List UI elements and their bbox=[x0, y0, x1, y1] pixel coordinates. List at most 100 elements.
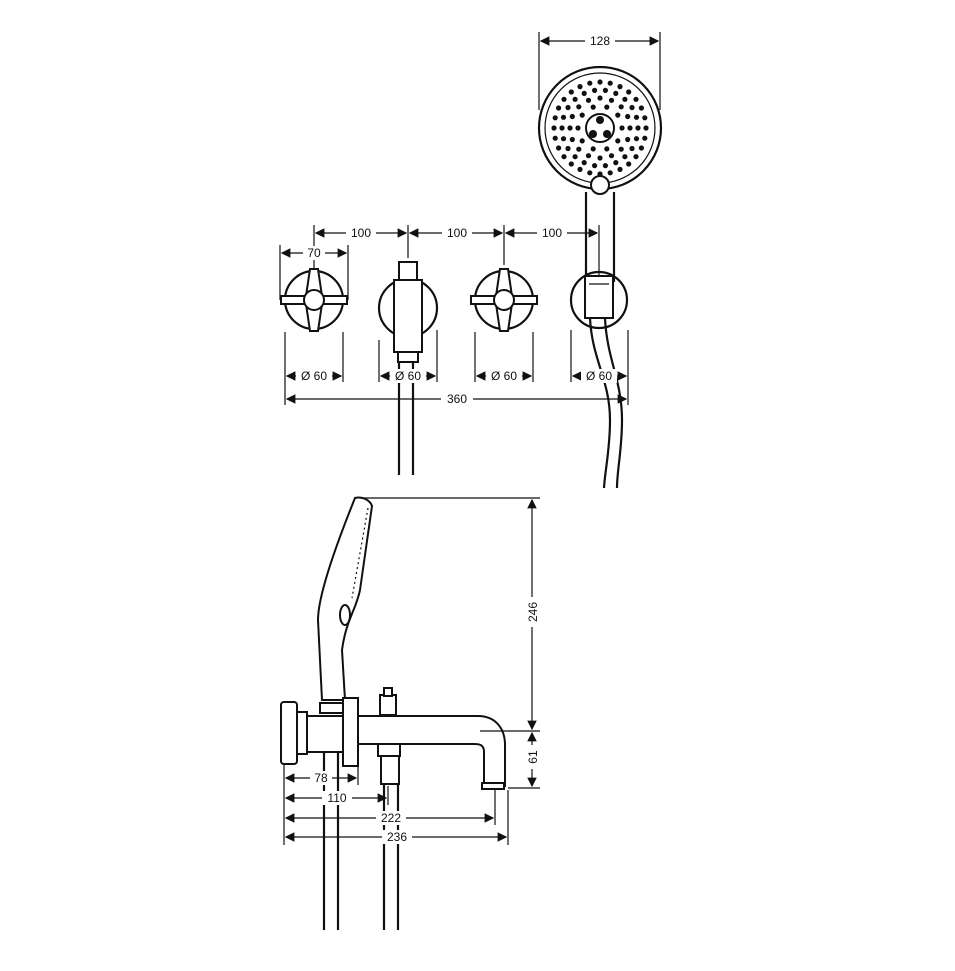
dim-label-100-a: 100 bbox=[351, 226, 371, 240]
dim-label-70: 70 bbox=[307, 246, 321, 260]
spray-nozzle bbox=[633, 96, 639, 102]
spray-nozzle bbox=[619, 125, 625, 131]
spray-nozzle bbox=[638, 105, 645, 111]
bath-spout bbox=[357, 715, 506, 790]
spray-nozzle bbox=[585, 153, 592, 159]
spray-nozzle bbox=[581, 160, 587, 166]
dim-spacing: 100 100 100 bbox=[313, 225, 600, 290]
dim-handle-width: 70 bbox=[279, 245, 349, 300]
spray-nozzle bbox=[552, 135, 558, 141]
dim-diameters: Ø 60 Ø 60 Ø 60 Ø 60 bbox=[284, 330, 629, 405]
spray-nozzle bbox=[615, 112, 621, 118]
top-view: 128 100 100 100 70 bbox=[279, 32, 663, 489]
spray-nozzle bbox=[577, 166, 583, 172]
spray-nozzle bbox=[579, 112, 585, 118]
spray-nozzle bbox=[565, 145, 571, 152]
spray-nozzle bbox=[627, 125, 633, 131]
spray-nozzle bbox=[608, 97, 615, 103]
spray-nozzle bbox=[633, 154, 639, 160]
spray-nozzle bbox=[560, 114, 567, 120]
cross-handle-left bbox=[280, 268, 348, 332]
spray-nozzle bbox=[617, 84, 623, 90]
dim-label-360: 360 bbox=[447, 392, 467, 406]
handshower-head bbox=[537, 65, 663, 282]
spray-nozzle bbox=[590, 104, 596, 110]
spray-nozzle bbox=[561, 96, 567, 102]
dim-label-222: 222 bbox=[381, 811, 401, 825]
dim-handshower-width: 128 bbox=[538, 32, 661, 110]
dim-label-100-b: 100 bbox=[447, 226, 467, 240]
spray-nozzle bbox=[559, 125, 565, 131]
dim-label-d60-2: Ø 60 bbox=[395, 369, 421, 383]
spray-nozzle bbox=[579, 138, 585, 144]
spray-nozzle bbox=[581, 90, 587, 96]
spray-nozzle bbox=[602, 87, 609, 93]
spray-nozzle bbox=[565, 104, 571, 111]
spray-nozzle bbox=[629, 104, 635, 111]
wall-rosette bbox=[280, 701, 308, 765]
spray-nozzle bbox=[568, 89, 574, 95]
spray-nozzle bbox=[625, 136, 631, 143]
spray-nozzle bbox=[568, 161, 574, 167]
spray-nozzle bbox=[572, 154, 578, 160]
spray-nozzle bbox=[587, 80, 593, 86]
spray-nozzle bbox=[635, 125, 641, 131]
spray-nozzle bbox=[607, 170, 613, 176]
spray-nozzle bbox=[561, 154, 567, 160]
handshower-side bbox=[316, 496, 374, 701]
dim-label-236: 236 bbox=[387, 830, 407, 844]
diverter-stem bbox=[377, 743, 401, 930]
spray-nozzle bbox=[569, 136, 575, 143]
dim-depths: 78 110 222 236 bbox=[283, 765, 509, 845]
spray-nozzle bbox=[604, 104, 610, 110]
spray-nozzle bbox=[638, 145, 645, 151]
spray-nozzle bbox=[576, 104, 582, 110]
dim-label-128: 128 bbox=[590, 34, 610, 48]
spray-nozzle bbox=[622, 154, 628, 160]
spray-nozzle bbox=[592, 87, 598, 93]
spray-nozzle bbox=[615, 138, 621, 144]
spray-nozzle bbox=[643, 125, 649, 131]
spray-nozzle bbox=[572, 96, 578, 102]
spray-nozzle bbox=[576, 146, 582, 152]
handshower-holder bbox=[569, 270, 629, 489]
dim-overall-width: 360 bbox=[285, 392, 628, 406]
spray-nozzle bbox=[602, 163, 609, 169]
spray-nozzle bbox=[597, 95, 603, 101]
spray-nozzle bbox=[575, 125, 581, 131]
dim-label-110: 110 bbox=[327, 791, 346, 805]
spray-nozzle bbox=[592, 163, 598, 169]
mixer-body bbox=[306, 687, 397, 767]
spray-nozzle bbox=[590, 146, 596, 152]
spray-nozzle bbox=[618, 146, 624, 152]
spray-nozzle bbox=[607, 80, 613, 86]
spray-nozzle bbox=[642, 115, 648, 121]
dim-label-78: 78 bbox=[314, 771, 328, 785]
spray-nozzle bbox=[622, 96, 628, 102]
dim-label-d60-4: Ø 60 bbox=[586, 369, 612, 383]
spray-nozzle bbox=[604, 146, 610, 152]
spray-nozzle bbox=[552, 115, 558, 121]
spray-nozzle bbox=[597, 79, 603, 85]
dim-label-100-c: 100 bbox=[542, 226, 562, 240]
dim-label-d60-3: Ø 60 bbox=[491, 369, 517, 383]
cross-handle-right bbox=[470, 268, 538, 332]
spray-nozzle bbox=[626, 161, 632, 167]
spray-nozzle bbox=[617, 166, 623, 172]
spray-nozzle bbox=[629, 145, 635, 152]
spray-nozzle bbox=[556, 105, 562, 111]
spray-nozzle bbox=[608, 153, 615, 159]
spray-nozzle bbox=[551, 125, 557, 131]
dim-label-d60-1: Ø 60 bbox=[301, 369, 327, 383]
spray-nozzle bbox=[569, 113, 575, 120]
dim-label-246: 246 bbox=[526, 602, 540, 622]
side-view: 246 61 78 110 222 236 bbox=[280, 496, 540, 930]
spray-nozzle bbox=[567, 125, 573, 131]
spray-nozzle bbox=[633, 114, 640, 120]
spray-nozzle bbox=[626, 89, 632, 95]
spray-nozzle bbox=[613, 90, 619, 96]
spray-nozzle bbox=[560, 136, 567, 142]
spray-nozzle bbox=[625, 113, 631, 120]
dim-label-61: 61 bbox=[526, 750, 540, 764]
